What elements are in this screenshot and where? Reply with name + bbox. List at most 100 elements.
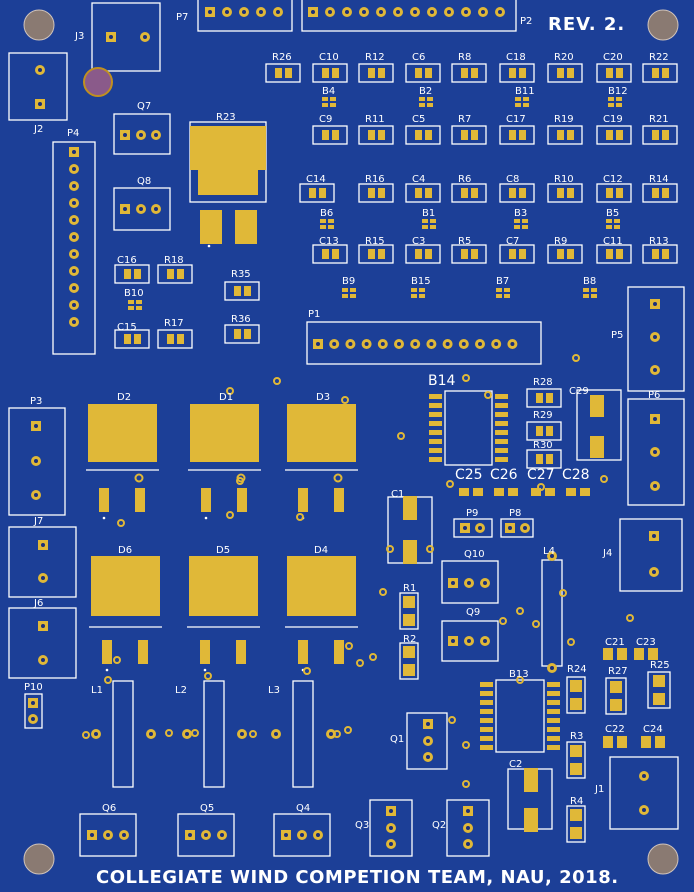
drill-hole: [72, 167, 76, 171]
ic-pin: [480, 700, 493, 705]
ref-l1: L1: [91, 685, 103, 696]
ic-pin: [429, 394, 442, 399]
copper-pad: [524, 768, 538, 792]
ref-c19: C19: [603, 114, 623, 125]
smd-pad: [536, 454, 543, 464]
drill-hole: [389, 842, 393, 846]
bead-pad: [328, 219, 334, 223]
silkscreen-outline: [299, 183, 335, 203]
inductor-l4: [541, 559, 563, 667]
smd-pad: [509, 249, 516, 259]
drill-hole: [478, 526, 482, 530]
drill-hole: [642, 774, 646, 778]
ic-pin: [547, 736, 560, 741]
ref-j2: J2: [34, 124, 44, 135]
ref-r8: R8: [458, 52, 472, 63]
ref-d4: D4: [314, 545, 329, 556]
copper-pad: [524, 808, 538, 832]
silkscreen-outline: [405, 125, 441, 145]
copper-pad: [135, 488, 145, 512]
ref-j4: J4: [603, 548, 613, 559]
ic-pin: [547, 709, 560, 714]
drill-hole: [38, 68, 42, 72]
drill-hole: [653, 335, 657, 339]
drill-hole: [106, 833, 110, 837]
bead-pad: [328, 225, 334, 229]
ref-r21: R21: [649, 114, 669, 125]
silkscreen-outline: [547, 183, 583, 203]
bead-pad: [411, 288, 417, 292]
ic-pin: [429, 430, 442, 435]
drill-hole: [426, 722, 430, 726]
drill-hole: [328, 10, 332, 14]
transistor-q6: [79, 813, 137, 857]
smd-pad: [471, 68, 478, 78]
smd-pad: [519, 249, 526, 259]
drill-hole: [72, 218, 76, 222]
ref-r30: R30: [533, 440, 553, 451]
silkscreen-outline: [405, 183, 441, 203]
drill-hole: [478, 342, 482, 346]
bead-pad: [419, 288, 425, 292]
ic-pin: [547, 745, 560, 750]
ref-b6: B6: [320, 208, 334, 219]
drill-hole: [413, 342, 418, 346]
via: [296, 513, 304, 521]
ref-p8: P8: [509, 508, 522, 519]
pin1-marker: [102, 516, 106, 520]
smd-pad: [509, 68, 516, 78]
ref-r13: R13: [649, 236, 669, 247]
ic-pin: [480, 709, 493, 714]
silkscreen-outline: [499, 244, 535, 264]
ic-pin: [547, 718, 560, 723]
via: [273, 377, 281, 385]
copper-pad: [200, 210, 222, 244]
smd-pad: [471, 249, 478, 259]
copper-pad: [494, 488, 504, 496]
smd-pad: [319, 188, 326, 198]
drill-hole: [364, 342, 369, 346]
silkscreen-outline: [405, 63, 441, 83]
copper-pad: [570, 698, 582, 710]
smd-pad: [177, 334, 184, 344]
ref-j6: J6: [34, 598, 44, 609]
ref-b4: B4: [322, 86, 336, 97]
ic-pin: [495, 394, 508, 399]
drill-hole: [242, 10, 246, 14]
copper-pad: [236, 640, 246, 664]
copper-pad: [545, 488, 555, 496]
copper-pad: [91, 556, 160, 616]
drill-hole: [34, 493, 38, 497]
smd-pad: [368, 68, 375, 78]
smd-pad: [134, 269, 141, 279]
silkscreen-outline: [642, 183, 678, 203]
ref-p4: P4: [67, 128, 80, 139]
drill-hole: [467, 639, 471, 643]
smd-pad: [461, 249, 468, 259]
ref-b9: B9: [342, 276, 356, 287]
copper-pad: [617, 736, 627, 748]
ref-b12: B12: [608, 86, 628, 97]
ref-c27: C27: [527, 467, 555, 483]
smd-pad: [536, 426, 543, 436]
ref-r17: R17: [164, 318, 184, 329]
via: [113, 656, 121, 664]
ref-r24: R24: [567, 664, 587, 675]
ref-c6: C6: [412, 52, 426, 63]
ref-b3: B3: [514, 208, 528, 219]
ref-c22: C22: [605, 724, 625, 735]
ref-q7: Q7: [137, 101, 152, 112]
smd-pad: [471, 130, 478, 140]
drill-hole: [41, 543, 45, 547]
drill-hole: [220, 833, 224, 837]
mounting-hole: [23, 843, 55, 875]
smd-pad: [461, 188, 468, 198]
bead-pad: [330, 97, 336, 101]
drill-hole: [41, 658, 45, 662]
header-p1: [306, 321, 542, 365]
copper-pad: [590, 395, 604, 417]
transistor-q7: [113, 113, 171, 155]
copper-pad: [603, 648, 613, 660]
bead-pad: [583, 294, 589, 298]
copper-pad: [653, 675, 665, 687]
